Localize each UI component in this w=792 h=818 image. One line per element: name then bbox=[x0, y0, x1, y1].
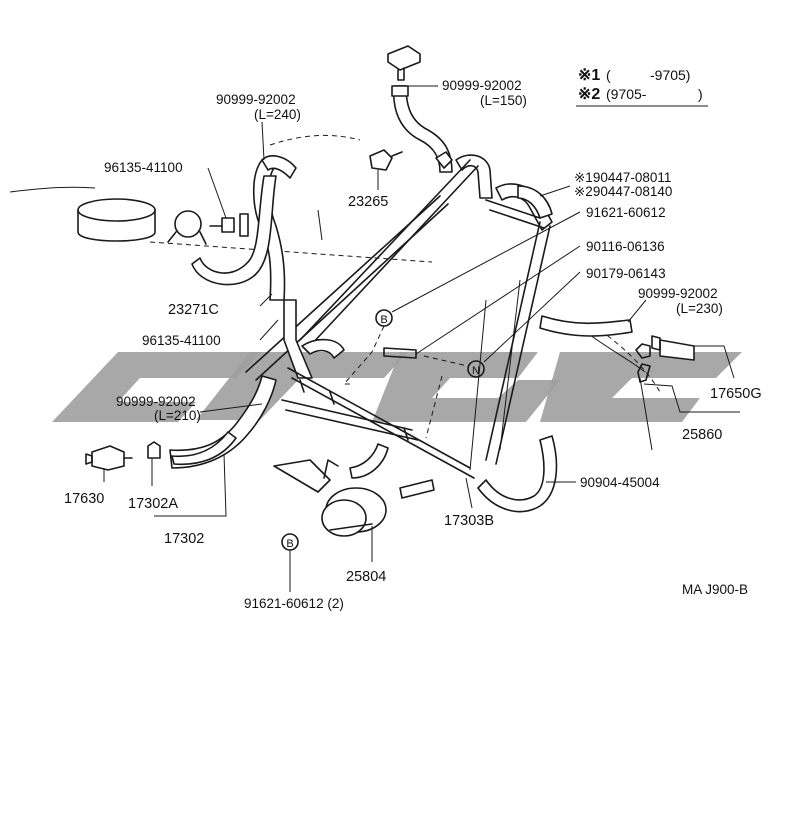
vsv-cap-top bbox=[387, 45, 421, 81]
legend: ※1 ( -9705) ※2 (9705- ) bbox=[576, 67, 708, 107]
pipe-stub-right-low bbox=[399, 479, 435, 499]
pipe-17303b bbox=[281, 367, 475, 479]
hose-l230 bbox=[539, 315, 633, 337]
pump-25804 bbox=[273, 459, 387, 537]
label-variant-1: ※190447-08011 bbox=[574, 170, 671, 185]
valve-23265 bbox=[369, 149, 453, 171]
label-clip-lower: 96135-41100 bbox=[142, 333, 221, 348]
label-stud: 90116-06136 bbox=[586, 239, 665, 254]
vsv-17650g bbox=[635, 335, 695, 361]
legend-row1-range: -9705) bbox=[650, 67, 690, 83]
label-hose-left-len: (L=210) bbox=[154, 408, 201, 423]
hose-top-stub bbox=[261, 155, 297, 179]
label-hose-right-len: (L=230) bbox=[676, 301, 723, 316]
marker-b-upper-text: B bbox=[380, 314, 387, 326]
legend-row2-range: (9705- bbox=[606, 86, 647, 102]
label-bolt-bottom: 91621-60612 (2) bbox=[244, 596, 344, 611]
vsv-17630 bbox=[85, 445, 133, 471]
canister-drum bbox=[77, 198, 156, 242]
clip-17302a bbox=[147, 441, 161, 459]
label-part-17302a: 17302A bbox=[128, 496, 178, 512]
label-variant-2: ※290447-08140 bbox=[574, 184, 672, 199]
hose-l150-end bbox=[391, 85, 409, 97]
stud-bolt bbox=[383, 347, 417, 359]
label-clip-upper: 96135-41100 bbox=[104, 160, 183, 175]
legend-row2-mark: ※2 bbox=[578, 86, 600, 103]
clip-upper-left bbox=[221, 213, 249, 237]
label-part-17630: 17630 bbox=[64, 491, 104, 507]
bracket-25860 bbox=[637, 363, 651, 383]
pipe-stub-mid bbox=[301, 338, 345, 359]
label-hose-top-right-len: (L=150) bbox=[480, 93, 527, 108]
pipe-assembly-long bbox=[245, 159, 551, 465]
vsv-upper-left bbox=[167, 210, 223, 245]
label-bolt-b: 91621-60612 bbox=[586, 205, 666, 220]
marker-n: N bbox=[467, 360, 485, 378]
label-nut: 90179-06143 bbox=[586, 266, 666, 281]
hose-variant bbox=[495, 183, 553, 231]
legend-row1-open: ( bbox=[606, 67, 611, 83]
hose-upper-right bbox=[455, 154, 493, 199]
label-part-17650g: 17650G bbox=[710, 386, 762, 402]
label-part-17302: 17302 bbox=[164, 531, 204, 547]
hose-90904-45004 bbox=[477, 435, 558, 513]
label-hose-bottom: 90904-45004 bbox=[580, 475, 660, 490]
label-pipe-23271c: 23271C bbox=[168, 302, 219, 318]
label-hose-top-left-no: 90999-92002 bbox=[216, 92, 296, 107]
label-hose-right-no: 90999-92002 bbox=[638, 286, 718, 301]
label-part-17303b: 17303B bbox=[444, 513, 494, 529]
label-figure-code: MA J900-B bbox=[682, 582, 748, 597]
pipe-23271c bbox=[283, 299, 313, 379]
marker-n-text: N bbox=[472, 365, 480, 377]
label-part-25860: 25860 bbox=[682, 427, 722, 443]
label-part-25804: 25804 bbox=[346, 569, 386, 585]
label-hose-top-right-no: 90999-92002 bbox=[442, 78, 522, 93]
part-labels: 90999-92002 (L=150) 90999-92002 (L=240) … bbox=[64, 78, 762, 611]
marker-b-lower: B bbox=[281, 533, 299, 551]
legend-row1-mark: ※1 bbox=[578, 67, 600, 84]
label-hose-left-no: 90999-92002 bbox=[116, 394, 196, 409]
pipe-stub-low bbox=[349, 443, 389, 479]
leader-lines bbox=[103, 85, 740, 592]
legend-row2-close: ) bbox=[698, 86, 703, 102]
hose-l150 bbox=[392, 85, 453, 173]
hose-l210-inner bbox=[171, 431, 237, 466]
engine-outline bbox=[9, 134, 661, 471]
marker-b-lower-text: B bbox=[286, 538, 293, 550]
hose-l240-bend bbox=[191, 175, 277, 286]
marker-b-upper: B bbox=[375, 309, 393, 327]
label-hose-top-left-len: (L=240) bbox=[254, 107, 301, 122]
label-valve-23265: 23265 bbox=[348, 194, 388, 210]
